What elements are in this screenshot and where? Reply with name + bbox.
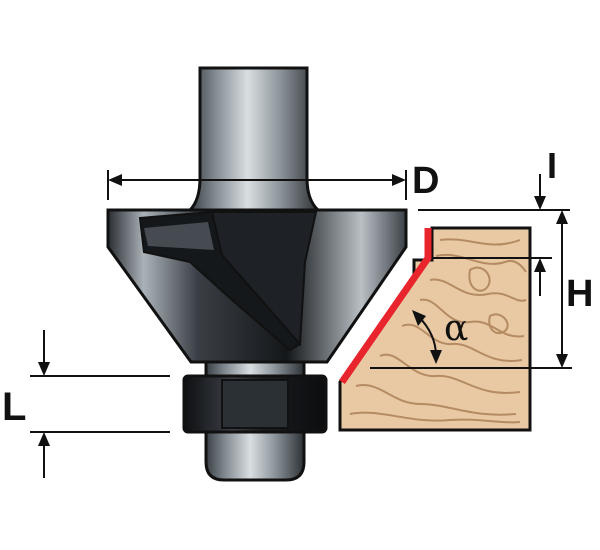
dimension-L [30, 330, 170, 478]
dimension-alpha [412, 310, 442, 364]
shank [186, 66, 322, 212]
label-alpha: α [444, 308, 468, 349]
bearing-inner-ring [221, 379, 289, 429]
blade-highlight [144, 222, 214, 250]
label-I: I [547, 145, 557, 186]
bit-neck [204, 360, 306, 378]
label-H: H [566, 273, 593, 315]
carbide-blade-face [210, 211, 318, 347]
wood-grain [349, 238, 527, 424]
cutting-edge-profile [339, 228, 432, 384]
dimension-lines [30, 170, 572, 478]
dimension-D [107, 170, 407, 200]
pilot-tip [204, 430, 306, 482]
dimension-H [556, 210, 568, 368]
wood-workpiece [338, 226, 532, 432]
dimension-I [534, 174, 546, 296]
label-L: L [2, 385, 26, 429]
router-bit [106, 66, 408, 482]
label-D: D [412, 160, 439, 202]
